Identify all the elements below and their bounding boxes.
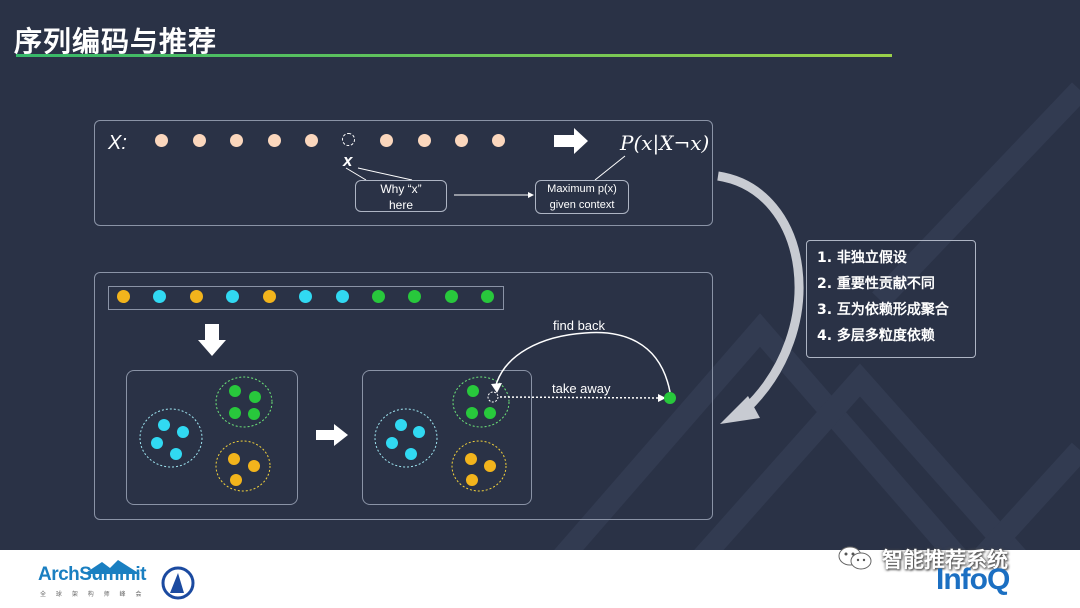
formula-text: P(x|X¬x) xyxy=(620,131,710,155)
anniversary-logo-icon xyxy=(161,566,195,600)
properties-box: 1. 非独立假设 2. 重要性贡献不同 3. 互为依赖形成聚合 4. 多层多粒度… xyxy=(806,240,976,358)
slide: 序列编码与推荐 X: x P(x|X¬x) Why “x” here Maxim… xyxy=(14,25,1080,550)
clusters-before xyxy=(139,376,273,492)
sequence-item-yellow xyxy=(190,290,203,303)
find-back-take-away-arrows xyxy=(491,331,676,404)
max-line2: given context xyxy=(549,199,615,211)
sequence-item xyxy=(268,134,281,147)
arrow-right-icon xyxy=(316,424,348,446)
curved-arrow xyxy=(717,171,804,424)
sequence-x-label: X: xyxy=(108,132,127,154)
sequence-item-cyan xyxy=(153,290,166,303)
why-line2: here xyxy=(388,198,414,212)
page-title: 序列编码与推荐 xyxy=(14,25,218,58)
arrow-right-icon xyxy=(554,128,588,154)
sequence-item-cyan xyxy=(336,290,349,303)
archsummit-logo: ArchSummit xyxy=(38,564,146,585)
title-underline xyxy=(16,54,892,57)
masked-item xyxy=(342,133,355,146)
maximum-probability-box: Maximum p(x) given context xyxy=(535,180,629,214)
callout-lines xyxy=(345,155,626,198)
sequence-item xyxy=(455,134,468,147)
max-line1: Maximum p(x) xyxy=(547,183,617,195)
clusters-after xyxy=(374,376,510,492)
property-item: 4. 多层多粒度依赖 xyxy=(817,328,935,344)
wechat-icon xyxy=(838,546,872,570)
probability-formula: P(x|X¬x) xyxy=(620,131,709,155)
archsummit-subtitle: 全 球 架 构 师 峰 会 xyxy=(40,591,146,598)
cluster-box-after xyxy=(362,370,532,505)
clustering-panel xyxy=(94,272,713,520)
sequence-item xyxy=(380,134,393,147)
sequence-item-cyan xyxy=(299,290,312,303)
sequence-item xyxy=(193,134,206,147)
take-away-label: take away xyxy=(552,381,611,396)
sequence-item-green xyxy=(408,290,421,303)
property-item: 1. 非独立假设 xyxy=(817,250,907,266)
cluster-box-before xyxy=(126,370,298,505)
sequence-item xyxy=(230,134,243,147)
sequence-item xyxy=(418,134,431,147)
sequence-item-green xyxy=(372,290,385,303)
sequence-item xyxy=(492,134,505,147)
sequence-item-green xyxy=(445,290,458,303)
arrow-down-icon xyxy=(198,324,226,356)
sequence-item xyxy=(305,134,318,147)
sequence-item-green xyxy=(481,290,494,303)
sequence-item-yellow xyxy=(263,290,276,303)
masked-x-label: x xyxy=(343,151,353,170)
find-back-label: find back xyxy=(553,318,606,333)
masked-sequence-panel xyxy=(94,120,713,226)
sequence-item-yellow xyxy=(117,290,130,303)
property-item: 2. 重要性贡献不同 xyxy=(817,276,935,292)
infoq-logo: InfoQ xyxy=(936,563,1010,596)
sequence-item xyxy=(155,134,168,147)
background-pattern xyxy=(554,82,1080,550)
sequence-item-cyan xyxy=(226,290,239,303)
watermark-text: 智能推荐系统 xyxy=(882,548,1008,572)
why-here-box: Why “x” here xyxy=(355,180,447,212)
colored-sequence-bar xyxy=(108,286,504,310)
why-line1: Why “x” xyxy=(380,182,422,196)
mountain-logo-icon xyxy=(84,560,140,574)
property-item: 3. 互为依赖形成聚合 xyxy=(817,302,949,318)
